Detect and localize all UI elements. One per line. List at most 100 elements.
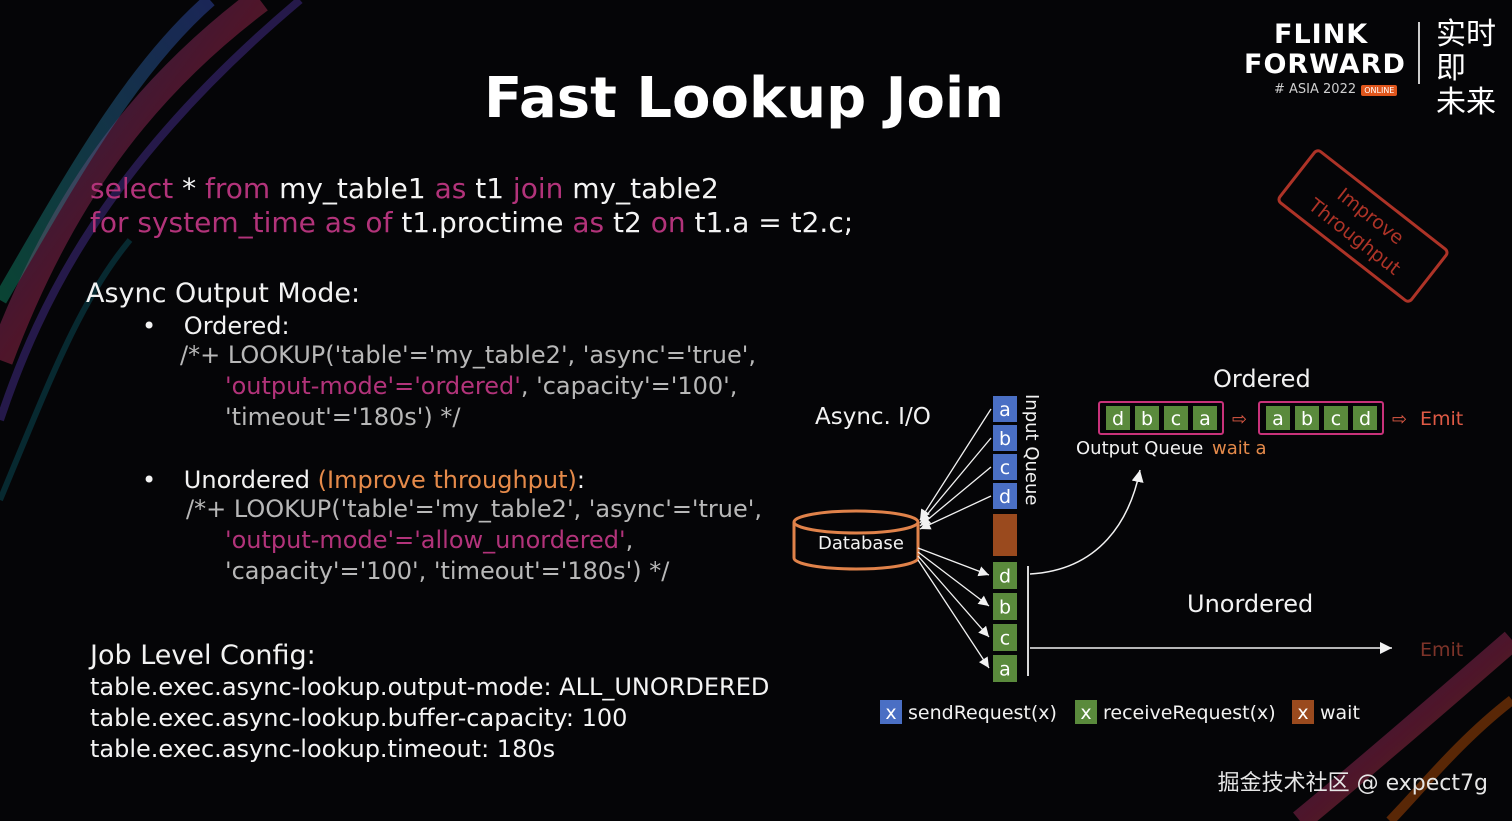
unordered-note: (Improve throughput): [317, 466, 577, 494]
sql-token: my_table1: [270, 172, 435, 205]
output-queue-2-item-box: [1295, 406, 1319, 430]
result-queue-item: b: [993, 593, 1017, 620]
sql-line-1: select * from my_table1 as t1 join my_ta…: [90, 172, 853, 206]
output-queue-box-2: [1258, 401, 1384, 435]
output-queue-2-item-box: [1324, 406, 1348, 430]
database-label: Database: [818, 533, 904, 554]
output-queue-2-item-letter: c: [1331, 408, 1341, 430]
async-mode-heading: Async Output Mode:: [86, 278, 361, 309]
output-queue-1-item-box: [1164, 406, 1188, 430]
receive-arrow: [917, 547, 990, 577]
ordered-label: Ordered:: [183, 312, 290, 340]
send-arrow: [919, 495, 992, 530]
ordered-capacity: , 'capacity'='100',: [520, 372, 738, 400]
slide-title: Fast Lookup Join: [483, 66, 1005, 131]
input-queue-item-box: [993, 454, 1017, 480]
unordered-hint: /*+ LOOKUP('table'='my_table2', 'async'=…: [186, 494, 762, 587]
send-arrow: [919, 466, 992, 527]
output-queue-1-item-letter: b: [1141, 408, 1153, 430]
unordered-colon: :: [576, 466, 585, 494]
output-queue-2-item-box: [1353, 406, 1377, 430]
unordered-label: Unordered: [183, 466, 318, 494]
job-config-item: table.exec.async-lookup.buffer-capacity:…: [90, 704, 628, 732]
legend-swatch: x: [880, 700, 902, 724]
ordered-hint-line2: 'output-mode'='ordered', 'capacity'='100…: [180, 371, 756, 402]
logo-line2: FORWARD: [1244, 49, 1406, 80]
sql-keyword: as: [434, 172, 467, 205]
job-config-item: table.exec.async-lookup.timeout: 180s: [90, 735, 556, 763]
input-queue-item: b: [993, 425, 1017, 451]
output-queue-2-item: a: [1266, 406, 1290, 430]
result-queue-item-letter: c: [1000, 628, 1010, 650]
output-queue-2-item: c: [1324, 406, 1348, 430]
logo-tag: # ASIA 2022: [1274, 82, 1357, 97]
output-queue-2-item: d: [1353, 406, 1377, 430]
result-queue-item-letter: d: [999, 566, 1011, 588]
input-queue-item-letter: d: [999, 486, 1011, 508]
wait-slot: [993, 514, 1017, 556]
sql-keyword: as: [572, 206, 605, 239]
logo-cjk-line1: 实时即: [1436, 17, 1496, 86]
output-queue-1-item-box: [1193, 406, 1217, 430]
sql-token: t2: [604, 206, 651, 239]
output-queue-1-item: a: [1193, 406, 1217, 430]
result-queue-item-box: [993, 562, 1017, 589]
legend-swatch-box: [1075, 700, 1097, 724]
input-queue-item: a: [993, 396, 1017, 422]
ordered-bullet: • Ordered:: [142, 312, 290, 340]
bullet-dot: •: [142, 312, 157, 340]
legend-swatch: x: [1292, 700, 1314, 724]
to-output-queue-arrow: [1029, 469, 1144, 575]
input-queue-item-letter: b: [999, 428, 1011, 450]
wait-a-label: wait a: [1212, 438, 1267, 459]
ordered-hint-line3: 'timeout'='180s') */: [225, 403, 461, 431]
emit-label: Emit: [1420, 408, 1463, 430]
output-queue-2-item-box: [1266, 406, 1290, 430]
output-queue-1-item-letter: c: [1171, 408, 1181, 430]
bullet-dot: •: [142, 466, 157, 494]
logo-divider: [1418, 22, 1420, 84]
legend-swatch: x: [1075, 700, 1097, 724]
legend-label: wait: [1320, 702, 1360, 724]
logo-online-badge: ONLINE: [1361, 85, 1398, 96]
send-arrow: [919, 437, 992, 524]
legend-label: sendRequest(x): [908, 702, 1057, 724]
output-queue-2-item-letter: a: [1272, 408, 1284, 430]
legend-label: receiveRequest(x): [1103, 702, 1276, 724]
job-config-list: table.exec.async-lookup.output-mode: ALL…: [90, 672, 769, 765]
output-queue-box-1: [1098, 401, 1224, 435]
result-queue-item-box: [993, 655, 1017, 682]
output-queue-2-item-letter: b: [1301, 408, 1313, 430]
output-queue-1-item-letter: a: [1199, 408, 1211, 430]
ordered-label: Ordered: [1213, 365, 1311, 393]
ordered-output-mode: 'output-mode'='ordered': [225, 372, 521, 400]
flink-forward-logo: FLINK FORWARD # ASIA 2022 ONLINE: [1244, 19, 1406, 98]
database-icon: [792, 509, 920, 571]
output-queue-1-item: b: [1135, 406, 1159, 430]
legend-swatch-letter: x: [885, 702, 896, 724]
result-queue-item: a: [993, 655, 1017, 682]
logo-cjk: 实时即 未来: [1436, 18, 1512, 120]
sql-statement: select * from my_table1 as t1 join my_ta…: [90, 172, 853, 240]
output-queue-2-item-letter: d: [1359, 408, 1371, 430]
input-queue-item: c: [993, 454, 1017, 480]
output-queue-1-item-box: [1135, 406, 1159, 430]
sql-keyword: join: [512, 172, 564, 205]
sql-keyword: on: [650, 206, 686, 239]
unordered-comma: ,: [625, 526, 634, 554]
input-queue-item: d: [993, 483, 1017, 509]
receive-arrows: [917, 547, 990, 669]
output-queue-1-item: c: [1164, 406, 1188, 430]
result-queue-item: c: [993, 624, 1017, 651]
logo-line1: FLINK: [1274, 19, 1369, 50]
send-arrows: [919, 408, 992, 530]
logo-cjk-line2: 未来: [1436, 85, 1496, 120]
result-queue-item-letter: a: [999, 659, 1011, 681]
result-queue-item-letter: b: [999, 597, 1011, 619]
unordered-output-mode: 'output-mode'='allow_unordered': [225, 526, 626, 554]
